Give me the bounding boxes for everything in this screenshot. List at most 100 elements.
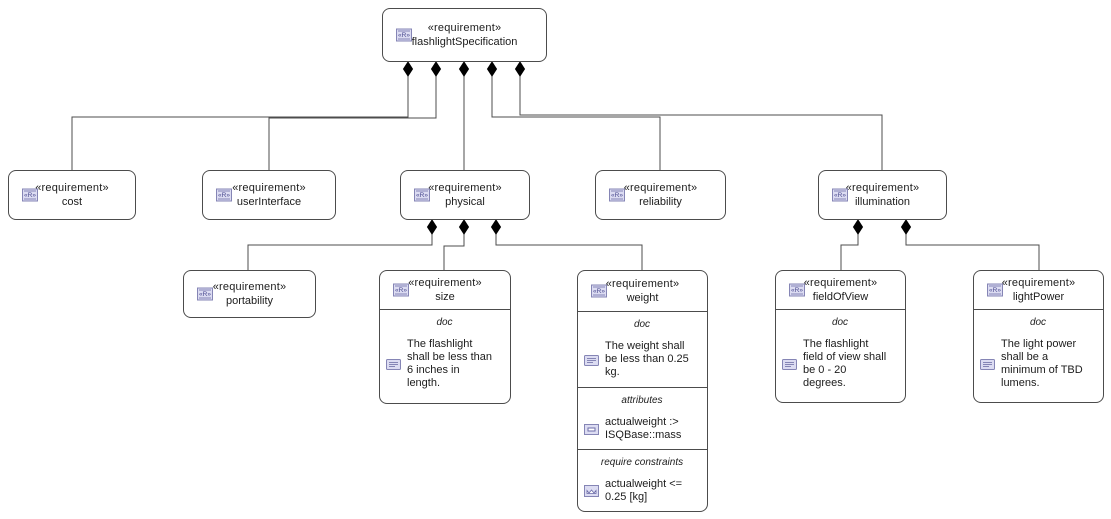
composition-diamond (430, 61, 442, 77)
stereotype-label: «requirement» (232, 182, 306, 194)
composition-edge-cost[interactable] (71, 76, 409, 170)
stereotype-label: «requirement» (408, 277, 482, 289)
stereotype-label: «requirement» (605, 278, 680, 290)
node-physical[interactable]: «R» «requirement» physical (400, 170, 530, 220)
node-name: fieldOfView (812, 291, 869, 303)
requirement-icon: «R» (414, 188, 430, 202)
node-name: portability (225, 295, 274, 307)
doc-text: The flashlight field of view shall be 0 … (803, 338, 887, 389)
composition-diamond (458, 219, 470, 235)
composition-diamond (486, 61, 498, 77)
doc-text: The light power shall be a minimum of TB… (1001, 338, 1083, 389)
stereotype-label: «requirement» (427, 22, 502, 34)
composition-diamond (458, 61, 470, 77)
compartment-label: doc (831, 317, 849, 328)
compartment-label: doc (1029, 317, 1047, 328)
node-size[interactable]: «R» «requirement» size doc The flashligh… (379, 270, 511, 404)
node-name: reliability (639, 196, 682, 208)
node-name: flashlightSpecification (411, 36, 518, 48)
svg-text:«R»: «R» (398, 32, 410, 39)
stereotype-label: «requirement» (623, 182, 698, 194)
composition-edge-illumination[interactable] (519, 76, 883, 170)
node-header: «R» «requirement» cost (9, 171, 135, 219)
requirement-icon: «R» (609, 188, 625, 202)
node-name: lightPower (1012, 291, 1065, 303)
requirement-icon: «R» (591, 284, 607, 298)
node-cost[interactable]: «R» «requirement» cost (8, 170, 136, 220)
compartment-label: doc (436, 317, 453, 328)
svg-text:«R»: «R» (24, 192, 36, 199)
doc-compartment: doc The flashlight field of view shall b… (776, 309, 905, 402)
composition-edge-size[interactable] (443, 234, 465, 270)
composition-diamond (900, 219, 912, 235)
composition-diamond (402, 61, 414, 77)
attribute-text: actualweight :> ISQBase::mass (605, 416, 682, 441)
doc-icon (782, 359, 797, 370)
node-fieldOfView[interactable]: «R» «requirement» fieldOfView doc The fl… (775, 270, 906, 403)
node-name: physical (445, 196, 485, 208)
doc-icon (980, 359, 995, 370)
node-header: «R» «requirement» weight (578, 271, 707, 311)
requirement-icon: «R» (789, 283, 805, 297)
composition-diamond (426, 219, 438, 235)
attributes-compartment: attributes actualweight :> ISQBase::mass (578, 387, 707, 449)
composition-edge-userInterface[interactable] (268, 76, 437, 170)
stereotype-label: «requirement» (803, 277, 878, 289)
node-name: illumination (854, 196, 911, 208)
stereotype-label: «requirement» (212, 281, 287, 293)
doc-icon (584, 354, 599, 366)
node-reliability[interactable]: «R» «requirement» reliability (595, 170, 726, 220)
composition-edge-weight[interactable] (495, 234, 643, 270)
node-header: «R» «requirement» reliability (596, 171, 725, 219)
node-header: «R» «requirement» size (380, 271, 510, 309)
doc-text: The flashlight shall be less than 6 inch… (407, 338, 492, 389)
node-name: size (435, 291, 455, 303)
stereotype-label: «requirement» (1001, 277, 1076, 289)
node-userInterface[interactable]: «R» «requirement» userInterface (202, 170, 336, 220)
stereotype-label: «requirement» (845, 182, 920, 194)
composition-edge-portability[interactable] (247, 234, 433, 270)
composition-edge-fieldOfView[interactable] (840, 234, 859, 270)
svg-text:«R»: «R» (395, 287, 407, 294)
svg-text:«R»: «R» (593, 288, 605, 295)
svg-text:«R»: «R» (218, 192, 230, 199)
composition-diamond (514, 61, 526, 77)
compartment-label: attributes (621, 395, 663, 406)
requirement-icon: «R» (22, 188, 38, 202)
svg-text:«R»: «R» (834, 192, 846, 199)
svg-text:«R»: «R» (611, 192, 623, 199)
doc-compartment: doc The light power shall be a minimum o… (974, 309, 1103, 402)
constraint-icon (584, 485, 599, 497)
composition-edge-reliability[interactable] (491, 76, 661, 170)
node-portability[interactable]: «R» «requirement» portability (183, 270, 316, 318)
node-header: «R» «requirement» portability (184, 271, 315, 317)
doc-compartment: doc The weight shall be less than 0.25 k… (578, 311, 707, 387)
node-lightPower[interactable]: «R» «requirement» lightPower doc The lig… (973, 270, 1104, 403)
requirement-icon: «R» (832, 188, 848, 202)
node-weight[interactable]: «R» «requirement» weight doc The weight … (577, 270, 708, 512)
node-header: «R» «requirement» lightPower (974, 271, 1103, 309)
stereotype-label: «requirement» (428, 182, 502, 194)
requirement-icon: «R» (216, 188, 232, 202)
svg-text:«R»: «R» (199, 291, 211, 298)
composition-edge-lightPower[interactable] (905, 234, 1040, 270)
constraints-compartment: require constraints actualweight <= 0.25… (578, 449, 707, 513)
node-header: «R» «requirement» flashlightSpecificatio… (383, 9, 546, 61)
node-illumination[interactable]: «R» «requirement» illumination (818, 170, 947, 220)
composition-diamond (852, 219, 864, 235)
node-header: «R» «requirement» physical (401, 171, 529, 219)
stereotype-label: «requirement» (35, 182, 109, 194)
node-name: weight (626, 292, 659, 304)
svg-text:«R»: «R» (989, 287, 1001, 294)
svg-text:«R»: «R» (416, 192, 428, 199)
attribute-icon (584, 423, 599, 435)
node-header: «R» «requirement» fieldOfView (776, 271, 905, 309)
svg-text:«R»: «R» (791, 287, 803, 294)
requirement-icon: «R» (197, 287, 213, 301)
node-header: «R» «requirement» illumination (819, 171, 946, 219)
composition-diamond (490, 219, 502, 235)
node-flashlightSpecification[interactable]: «R» «requirement» flashlightSpecificatio… (382, 8, 547, 62)
compartment-label: doc (633, 319, 651, 330)
requirement-icon: «R» (396, 28, 412, 42)
